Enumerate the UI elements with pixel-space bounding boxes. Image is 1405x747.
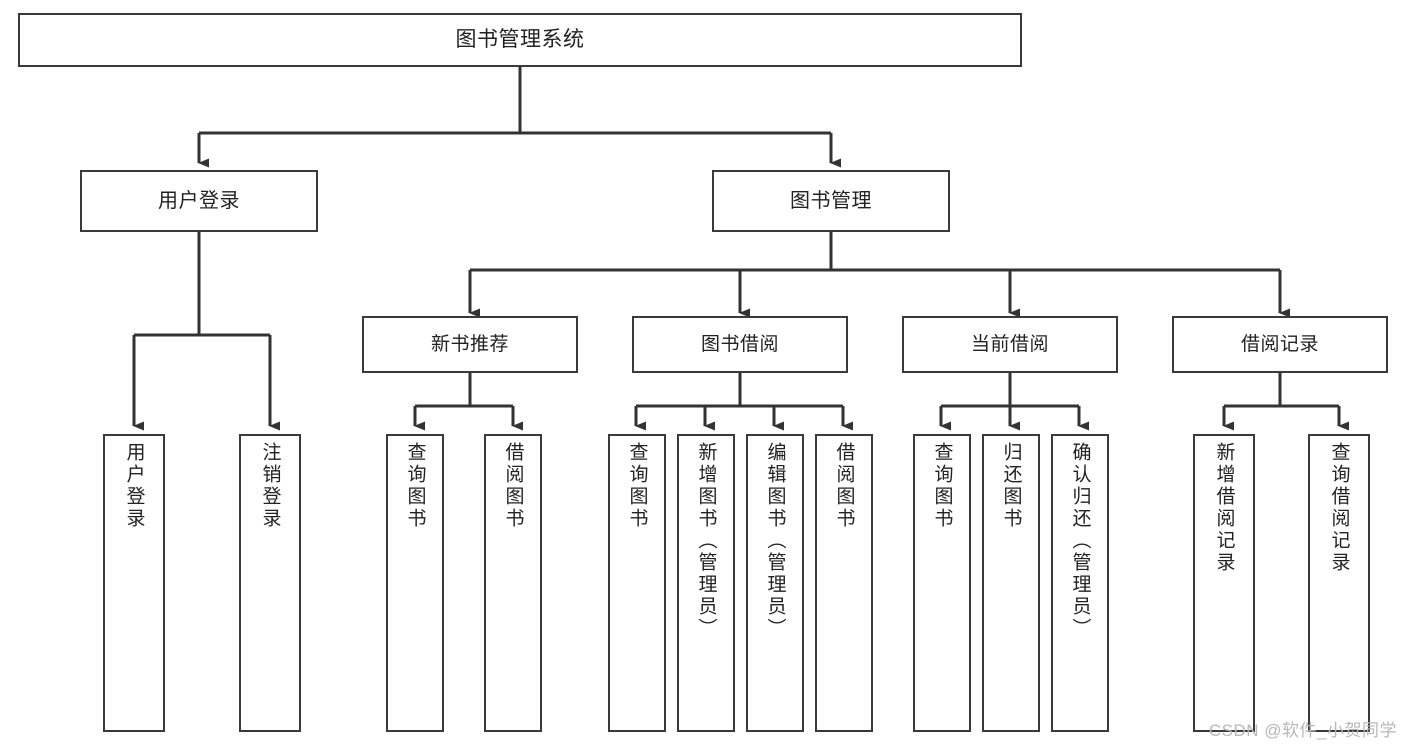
node-leaf-logout-label: 注销登录 [259,442,281,530]
node-leaf-logout[interactable]: 注销登录 [239,434,301,732]
node-leaf-borrow-book-1-label: 借阅图书 [502,442,524,530]
node-root-label: 图书管理系统 [455,27,585,51]
node-leaf-return-book[interactable]: 归还图书 [982,434,1040,732]
node-book-borrow[interactable]: 图书借阅 [632,316,848,373]
node-leaf-add-book-label: 新增图书（管理员） [695,442,717,640]
node-book-management[interactable]: 图书管理 [712,170,950,232]
node-leaf-query-book-1-label: 查询图书 [404,442,426,530]
node-leaf-borrow-book-2[interactable]: 借阅图书 [815,434,873,732]
node-leaf-add-record-label: 新增借阅记录 [1213,442,1235,574]
node-root[interactable]: 图书管理系统 [18,13,1022,67]
node-book-borrow-label: 图书借阅 [700,333,779,355]
node-leaf-user-login-label: 用户登录 [123,442,145,530]
node-leaf-query-record-label: 查询借阅记录 [1328,442,1350,574]
node-new-book-recommend[interactable]: 新书推荐 [362,316,578,373]
node-new-book-recommend-label: 新书推荐 [430,333,509,355]
node-borrow-record-label: 借阅记录 [1240,333,1319,355]
node-leaf-query-book-2[interactable]: 查询图书 [608,434,666,732]
node-leaf-borrow-book-1[interactable]: 借阅图书 [484,434,542,732]
node-leaf-add-book[interactable]: 新增图书（管理员） [677,434,735,732]
node-borrow-record[interactable]: 借阅记录 [1172,316,1388,373]
node-leaf-edit-book[interactable]: 编辑图书（管理员） [746,434,804,732]
node-leaf-edit-book-label: 编辑图书（管理员） [764,442,786,640]
csdn-watermark: CSDN @软件_小贺同学 [1208,721,1397,740]
node-user-login-label: 用户登录 [158,189,240,212]
node-leaf-borrow-book-2-label: 借阅图书 [833,442,855,530]
node-leaf-query-book-1[interactable]: 查询图书 [386,434,444,732]
node-leaf-query-book-3[interactable]: 查询图书 [913,434,971,732]
node-leaf-query-book-2-label: 查询图书 [626,442,648,530]
node-leaf-user-login[interactable]: 用户登录 [103,434,165,732]
node-book-management-label: 图书管理 [790,189,872,212]
node-leaf-confirm-return-label: 确认归还（管理员） [1069,442,1091,640]
node-current-borrow-label: 当前借阅 [970,333,1049,355]
node-leaf-query-book-3-label: 查询图书 [931,442,953,530]
node-current-borrow[interactable]: 当前借阅 [902,316,1118,373]
node-leaf-return-book-label: 归还图书 [1000,442,1022,530]
node-leaf-add-record[interactable]: 新增借阅记录 [1193,434,1255,732]
node-leaf-query-record[interactable]: 查询借阅记录 [1308,434,1370,732]
node-leaf-confirm-return[interactable]: 确认归还（管理员） [1051,434,1109,732]
node-user-login[interactable]: 用户登录 [80,170,318,232]
